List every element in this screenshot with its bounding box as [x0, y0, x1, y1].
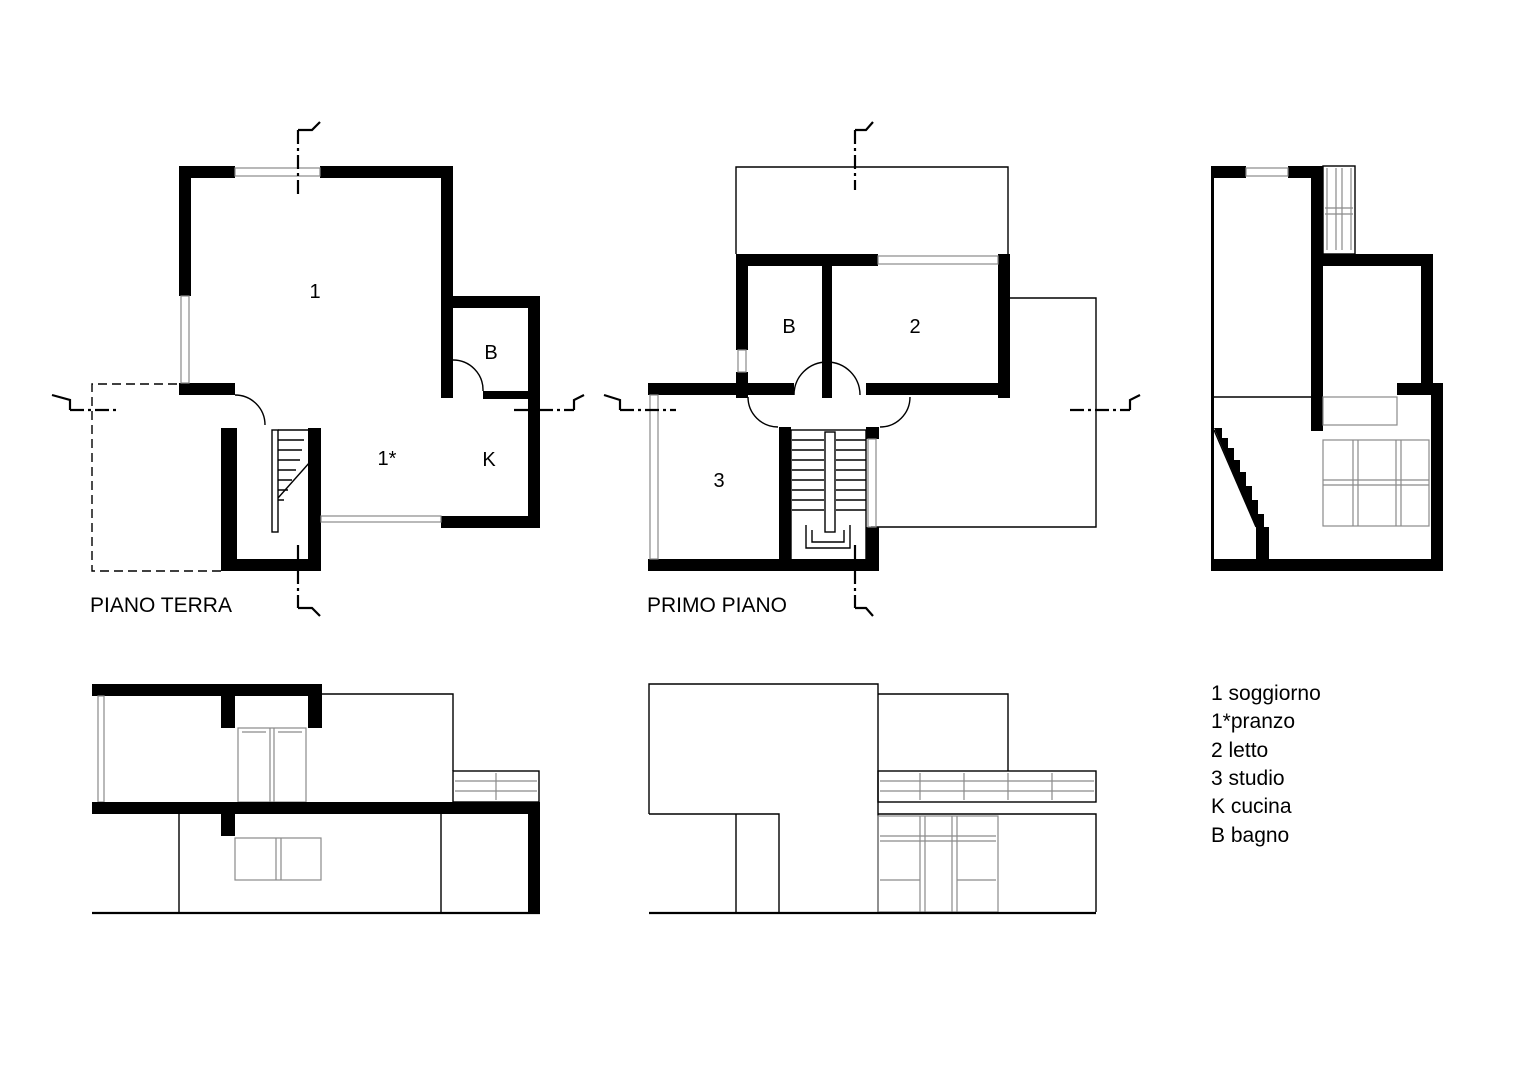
first-floor-plan: B 2 3 PRIMO PIANO [603, 121, 1141, 617]
room-label-bath-ground: B [484, 342, 497, 364]
cross-section-drawing [1211, 165, 1443, 571]
room-label-study: 3 [713, 470, 724, 492]
first-floor-title: PRIMO PIANO [647, 594, 787, 617]
elevation-middle [648, 683, 1097, 915]
legend-item: 2 letto [1211, 739, 1268, 762]
room-label-bath-first: B [782, 316, 795, 338]
legend-item: 1 soggiorno [1211, 682, 1321, 705]
room-label-living: 1 [309, 281, 320, 303]
ground-floor-title: PIANO TERRA [90, 594, 232, 617]
room-label-bedroom: 2 [909, 316, 920, 338]
legend-item: 1*pranzo [1211, 710, 1295, 733]
legend-item: 3 studio [1211, 767, 1285, 790]
room-legend: 1 soggiorno 1*pranzo 2 letto 3 studio K … [1211, 682, 1321, 847]
legend-item: B bagno [1211, 824, 1289, 847]
ground-floor-plan: 1 1* B K PIANO TERRA [51, 121, 585, 617]
elevation-left [92, 684, 540, 915]
legend-item: K cucina [1211, 795, 1292, 818]
room-label-dining: 1* [378, 448, 397, 470]
room-label-kitchen: K [482, 449, 496, 471]
